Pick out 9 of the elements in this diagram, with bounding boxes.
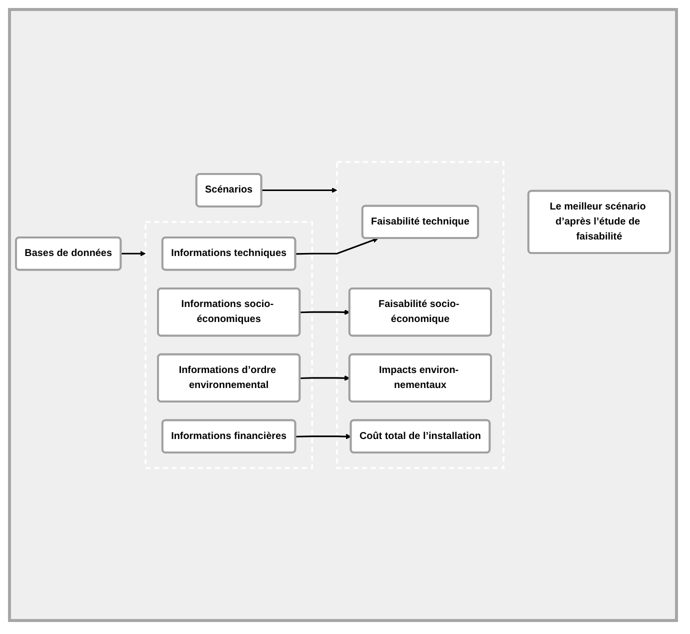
arrow [300, 375, 350, 381]
panel-background: Bases de données Scénarios Informations techniques Informations socio- économiques Informations d’ordre environnemental Informations financières Faisabilité technique Faisabilité socio- économique Impacts environ- nementaux Coût total de l’installation Le meilleur scénario d’après l’étude de faisabilité [8, 8, 678, 622]
cluster [336, 161, 504, 469]
arrow [300, 310, 350, 315]
arrow [120, 250, 146, 256]
arrow [261, 188, 338, 193]
arrow [296, 238, 378, 255]
cluster [144, 221, 314, 469]
arrow [296, 434, 352, 440]
